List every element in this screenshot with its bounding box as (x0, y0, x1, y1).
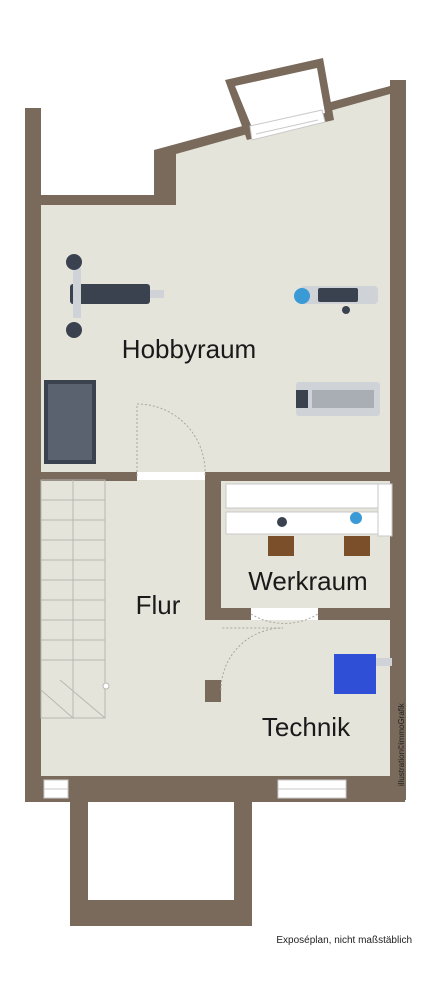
doors (136, 403, 319, 691)
lightwell-bottom (70, 900, 252, 926)
wall-step-vertical (154, 150, 176, 205)
wall-werk-technik-left (221, 608, 251, 620)
illustration-credit: illustration©immoGrafik (397, 702, 406, 786)
room-label-hobbyraum: Hobbyraum (122, 334, 256, 364)
weight-bench (66, 254, 164, 338)
wall-hobby-flur (41, 472, 137, 481)
wall-left (25, 108, 41, 802)
room-label-flur: Flur (136, 590, 181, 620)
lightwell-left (70, 790, 88, 926)
window-bottom-technik (277, 779, 347, 799)
wall-werk-technik-right (318, 608, 390, 620)
windows (43, 109, 347, 799)
door-hobby-flur (136, 403, 206, 477)
technik-floor (221, 620, 398, 776)
wall-top-left-return (41, 108, 154, 205)
workbench (225, 483, 393, 556)
wall-flur-werk (205, 472, 221, 620)
technik-corridor-mask (205, 702, 221, 776)
wall-flur-technik (205, 680, 221, 702)
flur-floor (41, 480, 205, 776)
flur-technik-opening (205, 620, 221, 680)
room-label-technik: Technik (262, 712, 351, 742)
treadmill (296, 382, 380, 416)
boiler (334, 654, 392, 694)
window-bay (249, 109, 326, 141)
staircase (40, 479, 110, 719)
walls (25, 58, 406, 926)
window-bottom-left (43, 779, 69, 799)
hobbyraum-floor (41, 92, 390, 472)
room-label-werkraum: Werkraum (248, 566, 367, 596)
lichtschacht-floor (88, 802, 234, 900)
exercise-bike (294, 286, 378, 314)
footer-note: Exposéplan, nicht maßstäblich (276, 935, 412, 946)
wall-right (390, 80, 406, 800)
wall-hobby-werk (205, 472, 390, 481)
dumbbell-rack (44, 380, 96, 464)
door-flur-technik (220, 627, 284, 691)
lightwell-right (234, 790, 252, 926)
